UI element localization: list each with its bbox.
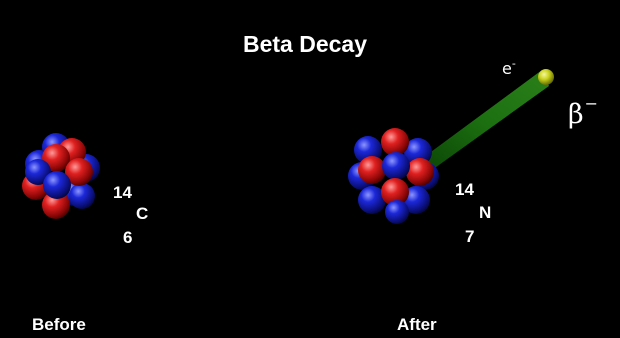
after-mass-number: 14 — [455, 180, 474, 199]
diagram-title: Beta Decay — [242, 31, 368, 57]
after-element-symbol: N — [479, 203, 492, 222]
proton — [42, 144, 70, 172]
electron-trail — [420, 70, 549, 170]
electron-label: e- — [502, 58, 516, 77]
neutron — [43, 171, 71, 199]
proton — [406, 158, 434, 186]
before-element-symbol: C — [136, 204, 149, 223]
beta-charge: − — [584, 94, 599, 113]
before-caption: Before — [32, 315, 86, 334]
neutron — [358, 186, 386, 214]
proton — [358, 156, 386, 184]
neutron — [382, 152, 410, 180]
beta-minus-label: β− — [568, 94, 599, 130]
after-caption: After — [397, 315, 437, 334]
beta-symbol: β — [568, 99, 584, 130]
proton — [65, 158, 93, 186]
before-mass-number: 14 — [113, 183, 132, 202]
neutron — [402, 186, 430, 214]
neutron — [69, 183, 95, 209]
electron-particle — [538, 69, 554, 85]
proton — [42, 191, 70, 219]
neutron — [385, 200, 409, 224]
carbon-14-nucleus — [22, 133, 100, 219]
before-atomic-number: 6 — [123, 228, 133, 247]
proton — [381, 128, 409, 156]
electron-charge: - — [511, 57, 516, 70]
electron-symbol: e — [502, 59, 512, 78]
proton — [381, 178, 409, 206]
neutron — [25, 159, 51, 185]
nitrogen-14-nucleus — [348, 128, 439, 224]
after-atomic-number: 7 — [465, 227, 475, 246]
